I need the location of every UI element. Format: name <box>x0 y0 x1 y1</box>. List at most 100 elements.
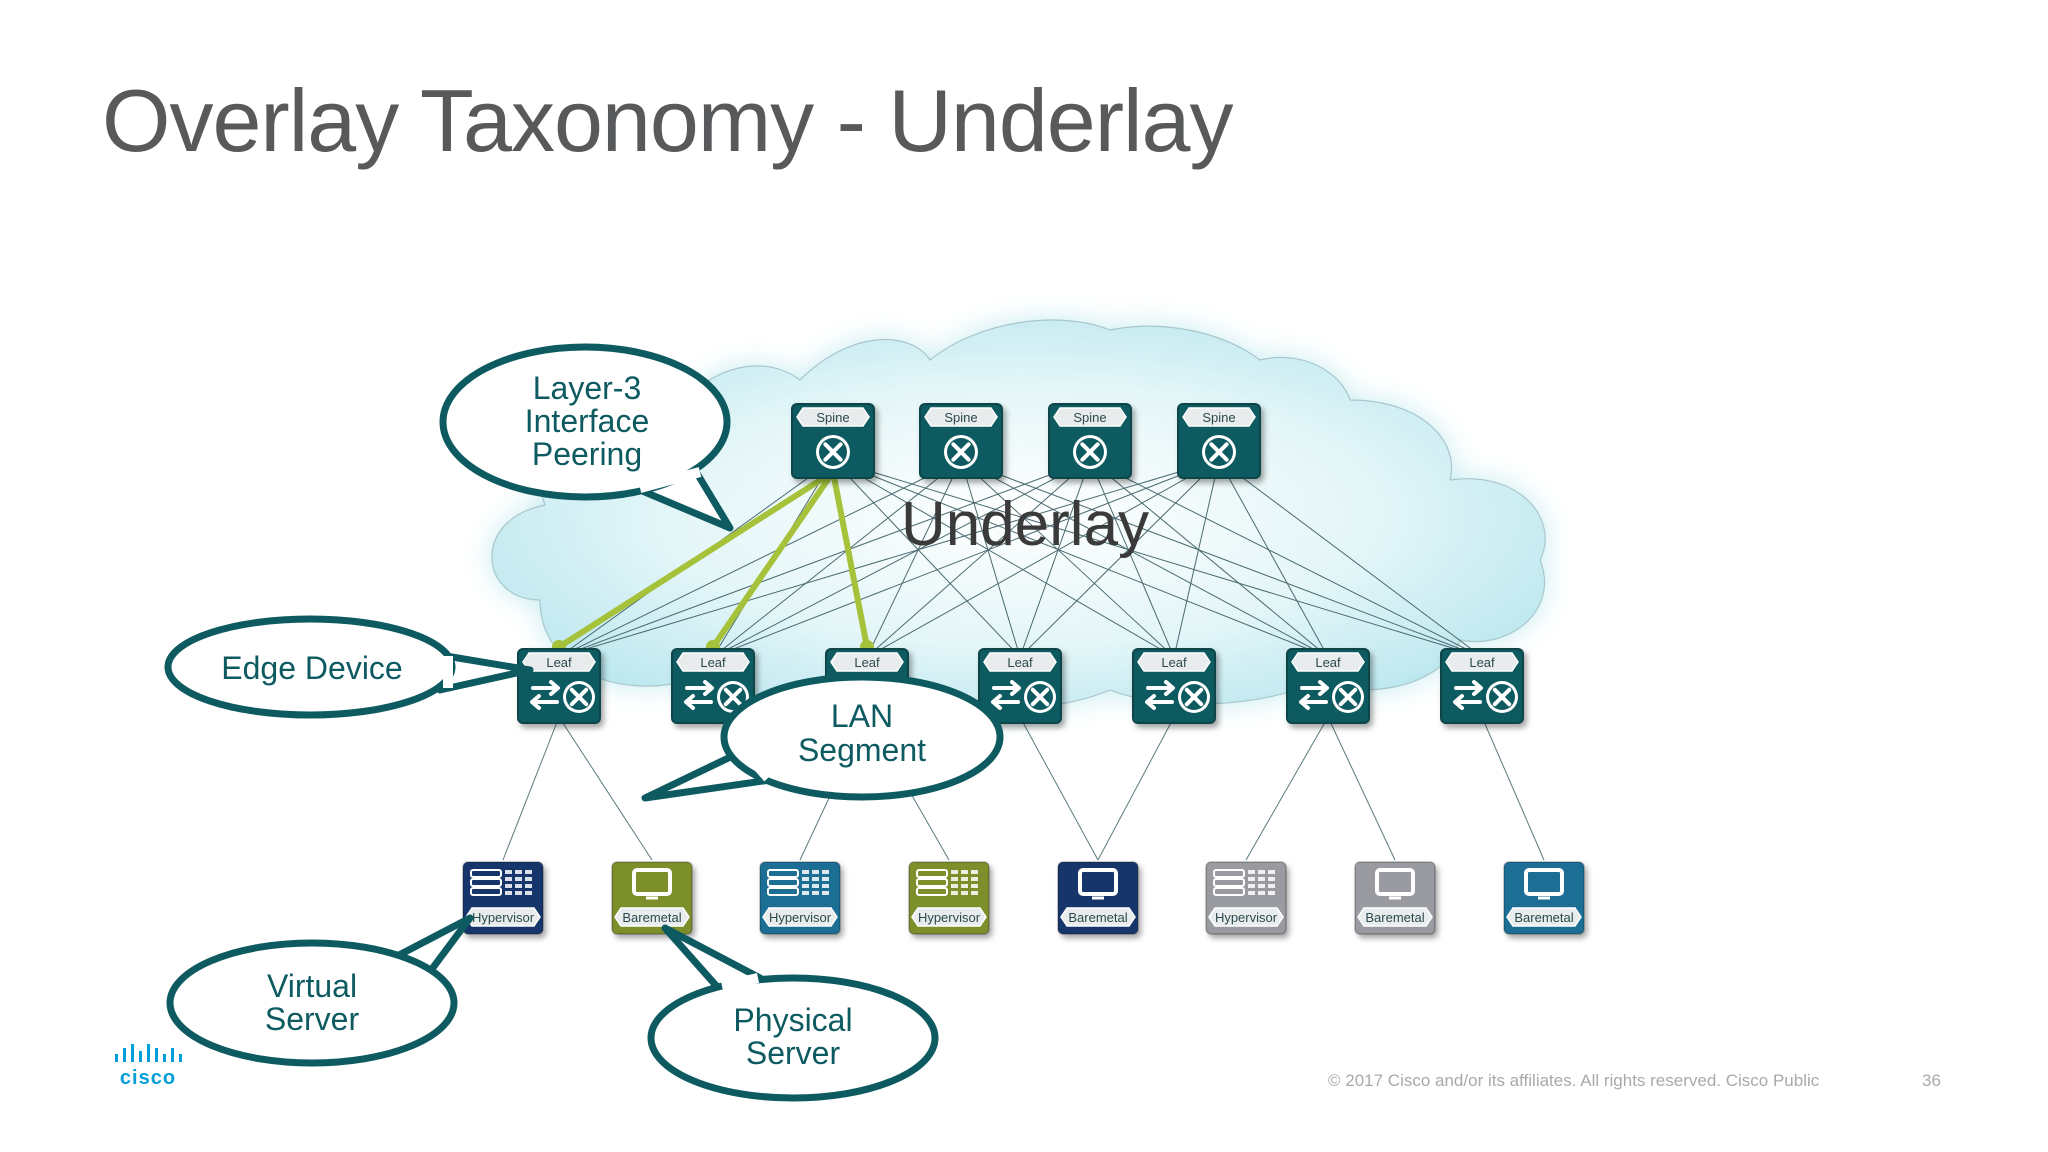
server-baremetal: Baremetal <box>1503 861 1585 935</box>
leaf-label: Leaf <box>1007 655 1033 670</box>
spine-switch: Spine <box>919 403 1003 479</box>
server-plate <box>911 907 987 927</box>
spine-switch: Spine <box>791 403 875 479</box>
callout-virtual-line1: Virtual <box>267 968 357 1004</box>
spine-label: Spine <box>1073 410 1106 425</box>
callout-layer3-line1: Layer-3 <box>533 370 642 406</box>
fabric-link <box>712 459 962 658</box>
leaf-label: Leaf <box>1161 655 1187 670</box>
spine-label: Spine <box>816 410 849 425</box>
leaf-switch: Leaf <box>1132 648 1216 724</box>
leaf-label: Leaf <box>546 655 572 670</box>
server-label: Hypervisor <box>1215 910 1278 925</box>
callout-edge-text: Edge Device <box>221 650 402 686</box>
leaf-arrows-icon <box>991 680 1021 710</box>
fabric-link <box>960 459 1175 658</box>
leaf-plate <box>1291 652 1365 672</box>
server-plate <box>1357 907 1433 927</box>
fabric-link <box>712 459 1220 658</box>
cisco-logo-bars <box>115 1044 182 1062</box>
fabric-link <box>832 459 1329 658</box>
fabric-link <box>712 459 1091 658</box>
underlay-label: Underlay <box>901 490 1149 559</box>
access-link <box>1019 716 1099 861</box>
access-link <box>502 716 560 861</box>
spine-label: Spine <box>1202 410 1235 425</box>
leaf-label: Leaf <box>1315 655 1341 670</box>
server-label: Baremetal <box>1365 910 1424 925</box>
peering-link <box>710 469 836 650</box>
callout-virtual-line2: Server <box>265 1001 360 1037</box>
cisco-logo: cisco <box>115 1044 182 1088</box>
leaf-arrows-icon <box>1299 680 1329 710</box>
spine-label: Spine <box>944 410 977 425</box>
server-hypervisor: Hypervisor <box>1205 861 1287 935</box>
server-hypervisor: Hypervisor <box>908 861 990 935</box>
fabric-link <box>832 459 1483 658</box>
monitor-icon <box>632 868 672 900</box>
leaf-switch: Leaf <box>517 648 601 724</box>
callout-lan-line2: Segment <box>798 732 926 768</box>
fabric-links <box>558 459 1483 658</box>
spine-plate <box>924 407 998 427</box>
monitor-icon <box>1524 868 1564 900</box>
leaf-switch: Leaf <box>671 648 755 724</box>
access-link <box>1245 716 1329 861</box>
server-label: Baremetal <box>622 910 681 925</box>
leaf-plate <box>830 652 904 672</box>
server-label: Baremetal <box>1514 910 1573 925</box>
server-baremetal: Baremetal <box>1354 861 1436 935</box>
fabric-link <box>960 459 1483 658</box>
server-plate <box>762 907 838 927</box>
leaf-plate <box>1137 652 1211 672</box>
server-label: Hypervisor <box>769 910 832 925</box>
fabric-link <box>1173 459 1220 658</box>
fabric-link <box>1089 459 1483 658</box>
leaf-arrows-icon <box>1145 680 1175 710</box>
slide-title: Overlay Taxonomy - Underlay <box>102 71 1233 170</box>
callout-physical-line1: Physical <box>733 1002 852 1038</box>
fabric-link <box>960 459 1021 658</box>
spine-plate <box>1182 407 1256 427</box>
monitor-icon <box>1375 868 1415 900</box>
server-label: Hypervisor <box>918 910 981 925</box>
copyright-footer: © 2017 Cisco and/or its affiliates. All … <box>1328 1071 1820 1090</box>
server-plate <box>1506 907 1582 927</box>
server-plate <box>1060 907 1136 927</box>
leaf-plate <box>983 652 1057 672</box>
fabric-link <box>1089 459 1175 658</box>
callout-layer3-peering: Layer-3 Interface Peering <box>439 343 734 532</box>
leaf-switch: Leaf <box>978 648 1062 724</box>
leaf-arrows-icon <box>1453 680 1483 710</box>
fabric-link <box>558 459 962 658</box>
server-label: Hypervisor <box>472 910 535 925</box>
spine-switch: Spine <box>1048 403 1132 479</box>
server-plate <box>614 907 690 927</box>
fabric-link <box>866 459 962 658</box>
cisco-logo-text: cisco <box>120 1067 176 1088</box>
server-plate <box>1208 907 1284 927</box>
callout-physical-line2: Server <box>746 1035 841 1071</box>
callout-layer3-line3: Peering <box>532 436 642 472</box>
leaf-plate <box>676 652 750 672</box>
fabric-link <box>1218 459 1483 658</box>
fabric-link <box>832 459 1021 658</box>
monitor-icon <box>1078 868 1118 900</box>
leaf-label: Leaf <box>700 655 726 670</box>
fabric-link <box>866 459 1091 658</box>
leaf-label: Leaf <box>1469 655 1495 670</box>
fabric-link <box>832 459 1175 658</box>
spine-switches: Spine Spine Spine Spine <box>791 403 1261 479</box>
fabric-link <box>558 459 1220 658</box>
callout-edge-device: Edge Device <box>164 615 534 719</box>
access-link <box>1097 716 1175 861</box>
fabric-link <box>1218 459 1329 658</box>
access-link <box>558 716 653 861</box>
callout-layer3-line2: Interface <box>525 403 650 439</box>
leaf-switch: Leaf <box>1286 648 1370 724</box>
leaf-plate <box>522 652 596 672</box>
fabric-link <box>866 459 1220 658</box>
leaf-arrows-icon <box>530 680 560 710</box>
spine-plate <box>1053 407 1127 427</box>
